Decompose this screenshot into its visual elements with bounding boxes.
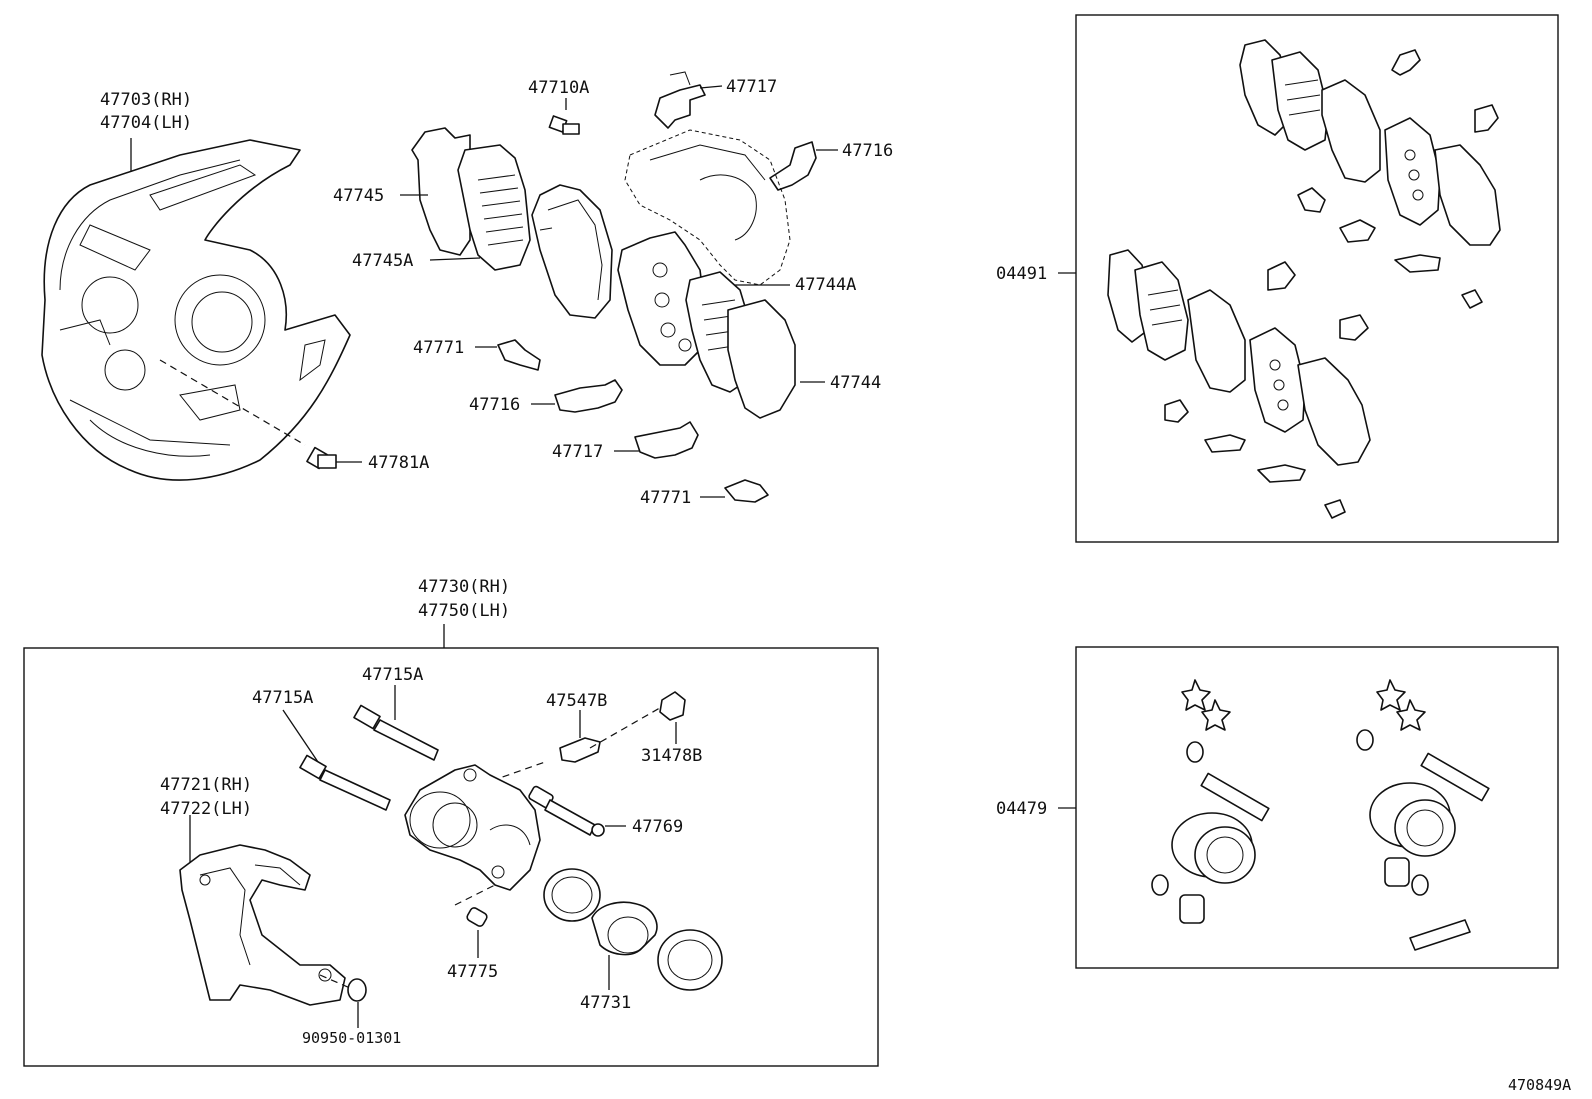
slide-pin-47715a-top [353, 685, 439, 761]
label-47721: 47721(RH) [160, 775, 252, 795]
label-47750: 47750(LH) [418, 601, 510, 621]
label-04491: 04491 [996, 264, 1047, 284]
cylinder-boot-ring [657, 929, 723, 991]
pad-support-plate-47717-top [654, 71, 723, 129]
label-47744a: 47744A [795, 275, 856, 295]
caliper-cylinder [404, 761, 546, 891]
pad-support-plate-47716-b [531, 379, 623, 413]
label-47715a-left: 47715A [252, 688, 313, 708]
label-47716-top: 47716 [842, 141, 893, 161]
label-47715a-top: 47715A [362, 665, 423, 685]
bushing-47775 [454, 884, 496, 958]
label-47717-top: 47717 [726, 77, 777, 97]
kit-04479-parts [1151, 679, 1490, 951]
pad-support-plate-47716-top [769, 141, 838, 191]
bolt-47781a [159, 359, 362, 470]
label-47716-b: 47716 [469, 395, 520, 415]
cylinder-piston-47731 [591, 901, 658, 990]
disc-brake-pad-inner [531, 184, 613, 319]
slide-pin-47715a-left [282, 709, 391, 811]
label-47703: 47703(RH) [100, 90, 192, 110]
label-47704: 47704(LH) [100, 113, 192, 133]
bleeder-cap-31478b [659, 691, 686, 744]
cylinder-boot-47769 [528, 785, 626, 837]
label-47730: 47730(RH) [418, 577, 510, 597]
anti-squeal-shim-47744-group [685, 271, 796, 419]
anti-squeal-shim-47745a [457, 144, 531, 271]
pad-wear-indicator-47771-b [700, 479, 769, 503]
kit-04491-box [1075, 14, 1559, 543]
label-47745a: 47745A [352, 251, 413, 271]
label-47744: 47744 [830, 373, 881, 393]
label-04479: 04479 [996, 799, 1047, 819]
kit-04479-box [1075, 646, 1559, 969]
pad-support-plate-47717-b [614, 421, 699, 459]
label-47781a: 47781A [368, 453, 429, 473]
label-47710a: 47710A [528, 78, 589, 98]
label-47722: 47722(LH) [160, 799, 252, 819]
label-90950-01301: 90950-01301 [302, 1029, 401, 1047]
label-47717-b: 47717 [552, 442, 603, 462]
caliper-outline [624, 129, 791, 286]
label-47771-b: 47771 [640, 488, 691, 508]
label-47775: 47775 [447, 962, 498, 982]
kit-04491-parts [1107, 39, 1501, 519]
bleeder-plug-47547b [559, 704, 666, 763]
drawing-id: 470849A [1508, 1076, 1571, 1094]
label-47769: 47769 [632, 817, 683, 837]
label-47745: 47745 [333, 186, 384, 206]
pad-wear-indicator-47771-a [475, 339, 541, 371]
disc-brake-dust-cover [41, 139, 351, 481]
label-47547b: 47547B [546, 691, 607, 711]
plug-90950-01301 [347, 978, 367, 1028]
label-47771-a: 47771 [413, 338, 464, 358]
caliper-mounting-47721 [179, 815, 351, 1006]
anti-squeal-shim-47745 [411, 127, 471, 256]
caliper-assembly-box [23, 647, 879, 1067]
label-47731: 47731 [580, 993, 631, 1013]
piston-seal [543, 868, 601, 922]
bolt-47710a [548, 98, 580, 135]
label-31478b: 31478B [641, 746, 702, 766]
